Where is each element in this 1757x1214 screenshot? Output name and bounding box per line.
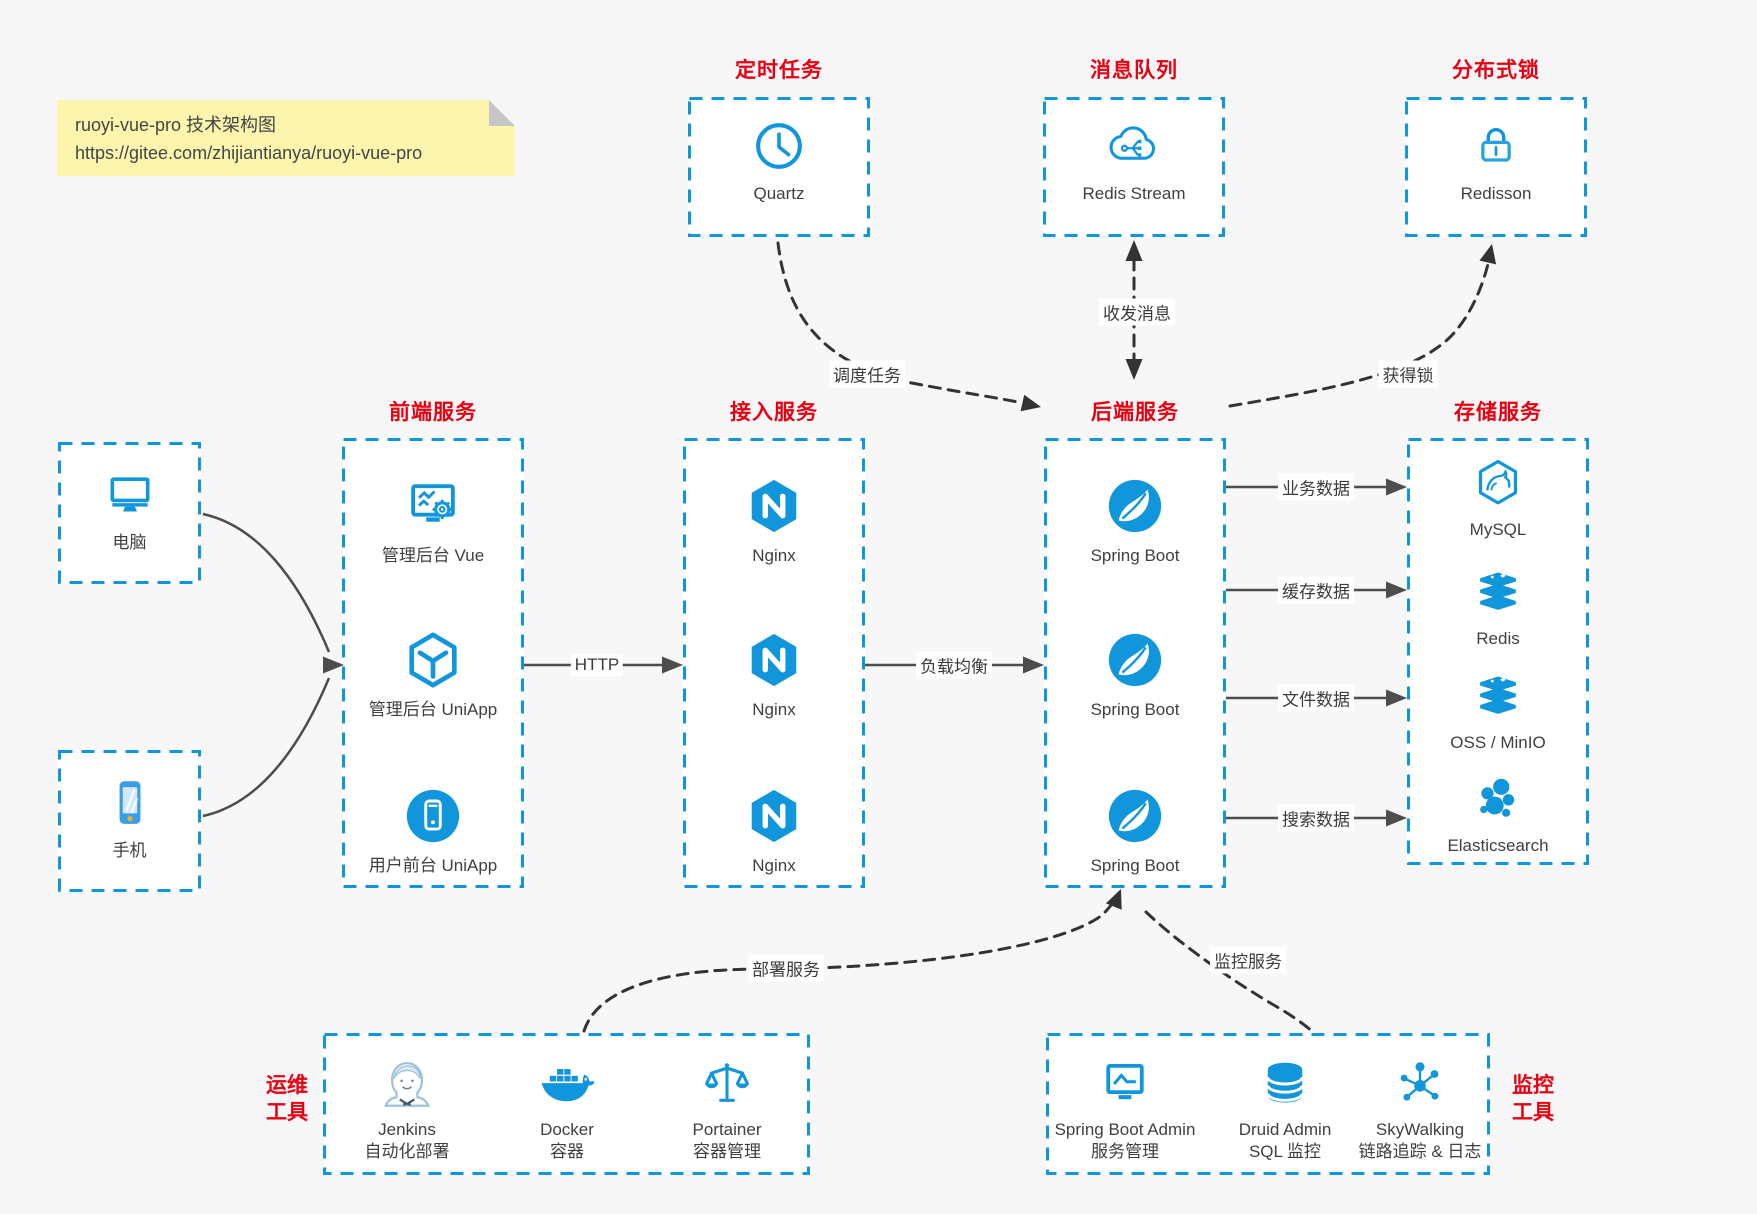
storage-services-group: MySQL Redis OSS / MinIO Elasticsearch bbox=[1407, 438, 1589, 865]
client-desktop-box: 电脑 bbox=[58, 442, 201, 584]
node-sublabel: 链路追踪 & 日志 bbox=[1358, 1142, 1482, 1162]
node-label: Redis Stream bbox=[1082, 184, 1186, 203]
edge-label-load-balance: 负载均衡 bbox=[916, 651, 992, 679]
node-sublabel: 容器管理 bbox=[692, 1142, 761, 1162]
edge-label-schedule: 调度任务 bbox=[829, 360, 905, 388]
nginx-icon bbox=[743, 475, 805, 537]
docker-whale-icon bbox=[538, 1055, 596, 1113]
edge-label-lock: 获得锁 bbox=[1378, 360, 1438, 388]
node-label: Nginx bbox=[752, 856, 796, 875]
edge-label-business-data: 业务数据 bbox=[1278, 473, 1354, 501]
scheduled-jobs-group: Quartz bbox=[688, 97, 870, 237]
node-label: SkyWalking bbox=[1375, 1120, 1465, 1139]
uniapp-cube-icon bbox=[402, 629, 464, 691]
edge-label-file-data: 文件数据 bbox=[1278, 684, 1354, 712]
database-cylinder-icon bbox=[1256, 1055, 1314, 1113]
gateway-services-group: Nginx Nginx Nginx bbox=[683, 438, 865, 888]
node-label: Spring Boot bbox=[1090, 700, 1180, 719]
group-title-storage: 存储服务 bbox=[1454, 401, 1542, 424]
edge-label-http: HTTP bbox=[570, 654, 624, 676]
node-label: Spring Boot Admin bbox=[1054, 1120, 1196, 1139]
sticky-note: ruoyi-vue-pro 技术架构图 https://gitee.com/zh… bbox=[57, 100, 515, 176]
group-title-message-queue: 消息队列 bbox=[1090, 59, 1178, 82]
client-phone-box: 手机 bbox=[58, 750, 201, 892]
node-label: MySQL bbox=[1469, 520, 1527, 539]
jenkins-butler-icon bbox=[378, 1055, 436, 1113]
node-label: 用户前台 UniApp bbox=[368, 856, 498, 875]
note-fold-corner bbox=[489, 100, 515, 126]
mysql-icon bbox=[1472, 457, 1524, 509]
group-title-backend: 后端服务 bbox=[1091, 401, 1179, 424]
topology-icon bbox=[1391, 1055, 1449, 1113]
edge-label-monitor: 监控服务 bbox=[1210, 946, 1286, 974]
node-sublabel: 容器 bbox=[549, 1142, 584, 1162]
portainer-scales-icon bbox=[698, 1055, 756, 1113]
edge-label-cache-data: 缓存数据 bbox=[1278, 576, 1354, 604]
node-label: 电脑 bbox=[112, 533, 147, 552]
group-title-frontend: 前端服务 bbox=[389, 401, 477, 424]
node-label: OSS / MinIO bbox=[1450, 733, 1546, 752]
node-label: 手机 bbox=[112, 841, 147, 860]
edge-label-mq: 收发消息 bbox=[1099, 298, 1175, 326]
nginx-icon bbox=[743, 629, 805, 691]
group-title-scheduled-jobs: 定时任务 bbox=[735, 59, 823, 82]
node-sublabel: 服务管理 bbox=[1091, 1142, 1159, 1162]
frontend-services-group: 管理后台 Vue 管理后台 UniApp 用户前台 UniApp bbox=[342, 438, 524, 888]
group-title-monitor-tools: 监控 工具 bbox=[1512, 1074, 1554, 1125]
nginx-icon bbox=[743, 785, 805, 847]
admin-vue-icon bbox=[402, 475, 464, 537]
message-queue-group: Redis Stream bbox=[1043, 97, 1225, 237]
desktop-icon bbox=[101, 466, 159, 524]
note-url: https://gitee.com/zhijiantianya/ruoyi-vu… bbox=[75, 142, 423, 163]
node-label: Docker bbox=[540, 1120, 594, 1139]
cloud-stream-icon bbox=[1105, 117, 1163, 175]
node-label: Nginx bbox=[752, 546, 796, 565]
node-label: Quartz bbox=[753, 184, 805, 203]
node-label: Druid Admin bbox=[1238, 1120, 1332, 1139]
node-label: Elasticsearch bbox=[1447, 836, 1549, 855]
node-label: Spring Boot bbox=[1090, 546, 1180, 565]
redis-stack-icon bbox=[1472, 566, 1524, 618]
group-title-ops-tools: 运维 工具 bbox=[266, 1074, 308, 1125]
ops-tools-group: Jenkins 自动化部署 Docker 容器 Portainer 容器管理 bbox=[323, 1033, 810, 1175]
node-label: Redis bbox=[1476, 629, 1520, 648]
node-sublabel: SQL 监控 bbox=[1248, 1142, 1322, 1162]
monitor-chart-icon bbox=[1096, 1055, 1154, 1113]
distributed-lock-group: Redisson bbox=[1405, 97, 1587, 237]
clock-icon bbox=[750, 117, 808, 175]
monitor-tools-group: Spring Boot Admin 服务管理 Druid Admin SQL 监… bbox=[1046, 1033, 1490, 1175]
backend-services-group: Spring Boot Spring Boot Spring Boot bbox=[1044, 438, 1226, 888]
lock-icon bbox=[1467, 117, 1525, 175]
node-label: Portainer bbox=[692, 1120, 762, 1139]
note-title: ruoyi-vue-pro 技术架构图 bbox=[75, 115, 277, 135]
node-label: Jenkins bbox=[378, 1120, 436, 1139]
node-label: Redisson bbox=[1460, 184, 1532, 203]
spring-boot-icon bbox=[1104, 475, 1166, 537]
group-title-gateway: 接入服务 bbox=[730, 401, 818, 424]
smartphone-icon bbox=[101, 774, 159, 832]
node-label: Nginx bbox=[752, 700, 796, 719]
node-label: Spring Boot bbox=[1090, 856, 1180, 875]
node-label: 管理后台 Vue bbox=[381, 546, 485, 565]
user-app-icon bbox=[402, 785, 464, 847]
node-sublabel: 自动化部署 bbox=[364, 1142, 450, 1162]
group-title-distributed-lock: 分布式锁 bbox=[1452, 59, 1540, 82]
edge-label-deploy: 部署服务 bbox=[748, 954, 824, 982]
spring-boot-icon bbox=[1104, 785, 1166, 847]
edge-label-search-data: 搜索数据 bbox=[1278, 804, 1354, 832]
oss-stack-icon bbox=[1472, 670, 1524, 722]
spring-boot-icon bbox=[1104, 629, 1166, 691]
elasticsearch-icon bbox=[1472, 773, 1524, 825]
node-label: 管理后台 UniApp bbox=[368, 700, 498, 719]
